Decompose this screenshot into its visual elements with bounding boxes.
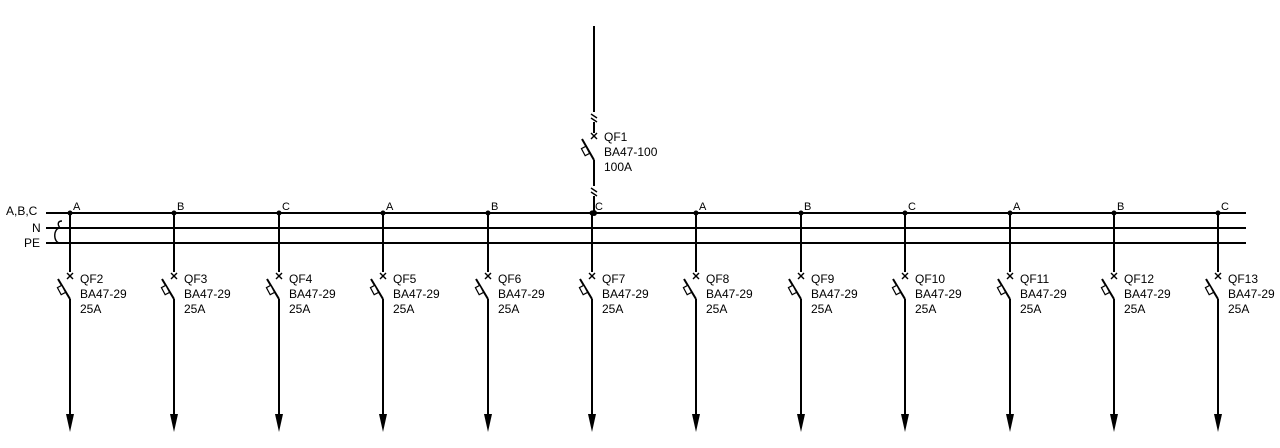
outgoing-arrow (1110, 414, 1118, 432)
outgoing-arrow (170, 414, 178, 432)
main-terminal-top (590, 113, 598, 123)
outgoing-arrow (484, 414, 492, 432)
breaker-model: BA47-29 (811, 287, 858, 301)
n-pe-bridge (54, 227, 61, 244)
thermal-trip (160, 284, 171, 296)
outgoing-arrow (1006, 414, 1014, 432)
breaker-rating: 25A (811, 302, 832, 316)
phase-label: C (282, 201, 290, 213)
outgoing-arrow (588, 414, 596, 432)
breaker-rating: 25A (80, 302, 101, 316)
main-breaker-model: BA47-100 (604, 145, 658, 159)
breaker-rating: 25A (498, 302, 519, 316)
breaker-model: BA47-29 (602, 287, 649, 301)
main-terminal-bottom (590, 187, 598, 197)
thermal-trip (474, 284, 485, 296)
main-breaker-rating: 100A (604, 160, 632, 174)
breaker-model: BA47-29 (1124, 287, 1171, 301)
thermal-trip (996, 284, 1007, 296)
breaker-id: QF5 (393, 272, 417, 286)
thermal-trip (369, 284, 380, 296)
main-breaker-contact (580, 132, 598, 161)
neutral-bus-label: N (32, 221, 41, 235)
main-breaker-id: QF1 (604, 130, 628, 144)
breaker-rating: 25A (184, 302, 205, 316)
breaker-rating: 25A (1228, 302, 1249, 316)
breaker-rating: 25A (602, 302, 623, 316)
breaker-model: BA47-29 (915, 287, 962, 301)
outgoing-arrow (1214, 414, 1222, 432)
phase-label: A (386, 201, 394, 213)
breaker-id: QF12 (1124, 272, 1154, 286)
breaker-id: QF10 (915, 272, 945, 286)
pe-bus-label: PE (24, 236, 40, 250)
outgoing-arrow (797, 414, 805, 432)
breaker-model: BA47-29 (184, 287, 231, 301)
phase-label: B (804, 201, 811, 213)
phase-label: B (177, 201, 184, 213)
breaker-id: QF11 (1020, 272, 1049, 286)
n-pe-bridge-hook (57, 220, 63, 229)
breaker-rating: 25A (915, 302, 936, 316)
breaker-id: QF13 (1228, 272, 1258, 286)
phase-label: A (1013, 201, 1021, 213)
feeder-group: AQF2BA47-2925ABQF3BA47-2925ACQF4BA47-292… (56, 201, 1275, 432)
outgoing-arrow (275, 414, 283, 432)
breaker-rating: 25A (1020, 302, 1041, 316)
phase-label: B (491, 201, 498, 213)
breaker-rating: 25A (1124, 302, 1145, 316)
thermal-trip (682, 284, 693, 296)
thermal-trip (56, 284, 67, 296)
phase-label: B (1117, 201, 1124, 213)
thermal-trip (787, 284, 798, 296)
thermal-trip (1204, 284, 1215, 296)
thermal-trip (1100, 284, 1111, 296)
breaker-id: QF3 (184, 272, 208, 286)
phase-label: A (699, 201, 707, 213)
phase-label: C (908, 201, 916, 213)
breaker-model: BA47-29 (1020, 287, 1067, 301)
outgoing-arrow (379, 414, 387, 432)
breaker-model: BA47-29 (80, 287, 127, 301)
phase-label: C (1221, 201, 1229, 213)
phase-label: C (595, 201, 603, 213)
breaker-id: QF2 (80, 272, 104, 286)
thermal-trip (891, 284, 902, 296)
main-incomer (580, 26, 598, 216)
breaker-model: BA47-29 (289, 287, 336, 301)
breaker-id: QF9 (811, 272, 835, 286)
breaker-model: BA47-29 (393, 287, 440, 301)
breaker-id: QF7 (602, 272, 626, 286)
breaker-model: BA47-29 (1228, 287, 1275, 301)
breaker-id: QF8 (706, 272, 730, 286)
breaker-model: BA47-29 (498, 287, 545, 301)
thermal-trip (578, 284, 589, 296)
breaker-id: QF4 (289, 272, 313, 286)
outgoing-arrow (692, 414, 700, 432)
phase-bus-label: A,B,C (6, 204, 38, 218)
breaker-rating: 25A (706, 302, 727, 316)
outgoing-arrow (66, 414, 74, 432)
breaker-rating: 25A (289, 302, 310, 316)
breaker-rating: 25A (393, 302, 414, 316)
phase-label: A (73, 201, 81, 213)
outgoing-arrow (901, 414, 909, 432)
breaker-id: QF6 (498, 272, 522, 286)
thermal-trip (265, 284, 276, 296)
breaker-model: BA47-29 (706, 287, 753, 301)
